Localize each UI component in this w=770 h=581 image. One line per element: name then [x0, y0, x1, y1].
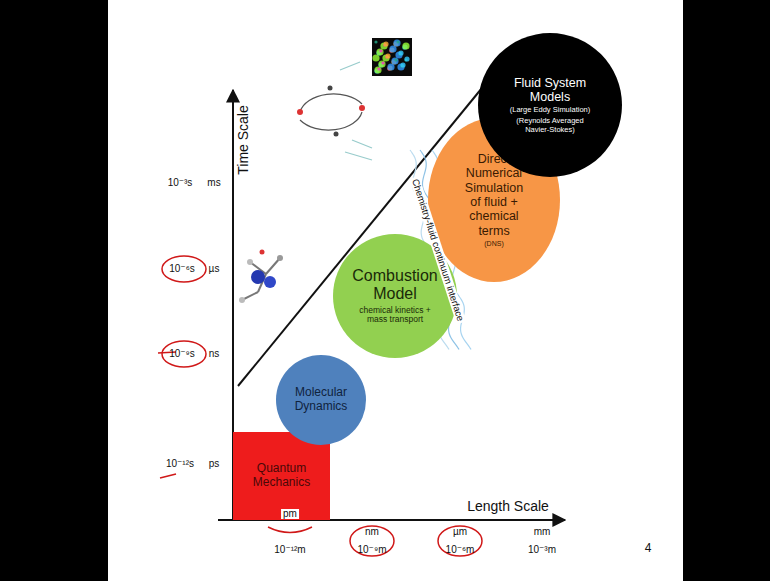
image-speck: [397, 63, 404, 70]
image-speck: [372, 54, 379, 61]
image-speck: [391, 57, 398, 64]
node-subtitle: (DNS): [484, 240, 503, 248]
image-speck: [396, 40, 399, 43]
node-content: Fluid System Models(Large Eddy Simulatio…: [478, 33, 622, 177]
tick-label: 10⁻³s: [168, 178, 193, 188]
axis-title: Time Scale: [236, 105, 250, 175]
node-title: Combustion Model: [352, 267, 437, 304]
tick-unit: mm: [534, 527, 551, 537]
tick-unit: ps: [209, 459, 220, 469]
tick-label: 10⁻⁶s: [169, 264, 195, 274]
image-speck: [374, 66, 381, 73]
image-speck: [381, 61, 384, 64]
node-fill: [276, 355, 366, 445]
tick-label: 10⁻¹²s: [166, 459, 194, 469]
node-content: Quantum Mechanics: [233, 432, 330, 520]
image-speck: [380, 42, 387, 49]
fluid-circle: Fluid System Models(Large Eddy Simulatio…: [478, 33, 622, 177]
image-speck: [383, 41, 388, 46]
node-title: Fluid System Models: [508, 76, 592, 105]
image-speck: [379, 49, 382, 52]
tick-unit: ms: [207, 178, 220, 188]
tick-label: 10⁻³m: [528, 545, 556, 555]
tick-label: 10⁻⁶m: [446, 545, 475, 555]
tick-unit: nm: [365, 527, 379, 537]
node-fill: [478, 33, 622, 177]
node-subtitle: (Large Eddy Simulation): [510, 106, 590, 115]
node-fill: [233, 432, 330, 520]
image-speck: [404, 56, 409, 61]
image-speck: [374, 40, 377, 43]
image-speck: [393, 39, 400, 46]
image-speck: [382, 54, 389, 61]
image-speck: [398, 50, 403, 55]
image-speck: [402, 42, 409, 49]
tick-unit: µs: [209, 264, 220, 274]
node-title: Quantum Mechanics: [247, 462, 316, 490]
image-speck: [389, 45, 396, 52]
cycle-illustration: [297, 62, 372, 160]
node-subtitle: chemical kinetics + mass transport: [359, 306, 431, 326]
image-speck: [387, 63, 394, 70]
tick-label: 10⁻¹²m: [274, 545, 305, 555]
tick-unit: pm: [281, 509, 299, 519]
slide-ground: [108, 0, 683, 581]
image-speck: [400, 62, 405, 67]
tick-unit: µm: [453, 527, 467, 537]
quantum-box: Quantum Mechanics: [233, 432, 330, 520]
axis-title: Length Scale: [467, 499, 549, 513]
image-speck: [377, 67, 380, 70]
node-outline: [478, 33, 622, 177]
tick-unit: ns: [209, 349, 220, 359]
molecule-illustration: [239, 250, 283, 304]
simulation-image: [372, 38, 412, 76]
node-content: Molecular Dynamics: [276, 355, 366, 445]
node-subtitle: (Reynolds Averaged Navier-Stokes): [508, 117, 592, 134]
image-speck: [376, 48, 383, 55]
tick-label: 10⁻⁹s: [169, 349, 195, 359]
image-speck: [385, 53, 390, 58]
image-speck: [394, 58, 397, 61]
tick-label: 10⁻⁹m: [357, 545, 386, 555]
image-speck: [395, 51, 402, 58]
page-number: 4: [645, 542, 652, 554]
node-title: Molecular Dynamics: [294, 386, 348, 414]
md-circle: Molecular Dynamics: [276, 355, 366, 445]
image-speck: [378, 60, 385, 67]
